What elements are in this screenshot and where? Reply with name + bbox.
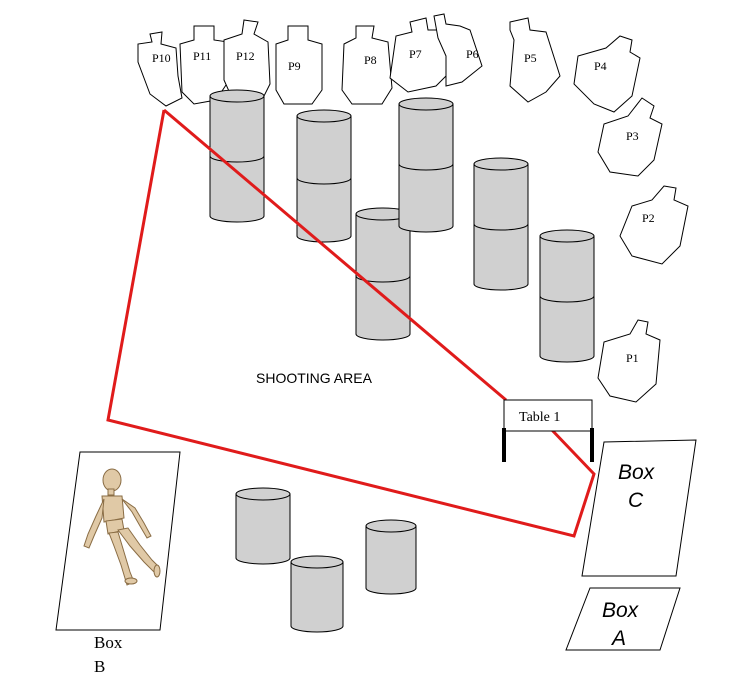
barrel-outside-3 xyxy=(290,555,344,633)
shooting-area-label: SHOOTING AREA xyxy=(256,370,373,386)
target-label-p12: P12 xyxy=(236,49,255,63)
box-c-label-line1: Box xyxy=(618,461,656,484)
mannequin-figure xyxy=(83,468,161,586)
barrel-stack-2 xyxy=(296,109,352,243)
target-p10: P10 xyxy=(137,31,183,107)
target-label-p1: P1 xyxy=(626,351,639,365)
target-p4: P4 xyxy=(573,35,641,113)
shooting-area-boundary xyxy=(163,108,507,402)
target-p2: P2 xyxy=(619,185,689,265)
barrel-outside-2 xyxy=(365,519,417,595)
box-c: Box C xyxy=(581,439,697,577)
barrel-stack-1 xyxy=(209,89,265,223)
target-p7: P7 xyxy=(389,17,453,93)
target-p3: P3 xyxy=(597,97,663,177)
barrel-stack-5 xyxy=(473,157,529,291)
shooting-area-boundary-left xyxy=(106,109,596,538)
target-label-p11: P11 xyxy=(193,49,211,63)
target-label-p4: P4 xyxy=(594,59,607,73)
target-p6: P6 xyxy=(433,13,483,87)
table-1-label: Table 1 xyxy=(519,410,560,425)
target-p9: P9 xyxy=(275,25,323,105)
target-p8: P8 xyxy=(341,25,393,105)
target-label-p5: P5 xyxy=(524,51,537,65)
target-p1: P1 xyxy=(597,319,661,403)
barrel-outside-1 xyxy=(235,487,291,565)
target-label-p7: P7 xyxy=(409,47,422,61)
box-b-label-line2: B xyxy=(94,657,105,676)
target-label-p10: P10 xyxy=(152,51,171,65)
barrel-stack-4 xyxy=(398,97,454,233)
target-label-p8: P8 xyxy=(364,53,377,67)
target-p5: P5 xyxy=(509,17,561,103)
box-a: Box A xyxy=(565,587,681,651)
target-label-p6: P6 xyxy=(466,47,479,61)
table-1: Table 1 xyxy=(502,399,594,462)
box-a-label-line2: A xyxy=(610,627,626,650)
box-c-label-line2: C xyxy=(628,489,644,512)
target-p12: P12 xyxy=(223,19,271,101)
box-a-label-line1: Box xyxy=(602,599,640,622)
box-b-label-line1: Box xyxy=(94,633,123,652)
target-label-p3: P3 xyxy=(626,129,639,143)
barrel-stack-6 xyxy=(539,229,595,363)
target-label-p9: P9 xyxy=(288,59,301,73)
target-label-p2: P2 xyxy=(642,211,655,225)
box-b: Box B xyxy=(55,451,181,676)
